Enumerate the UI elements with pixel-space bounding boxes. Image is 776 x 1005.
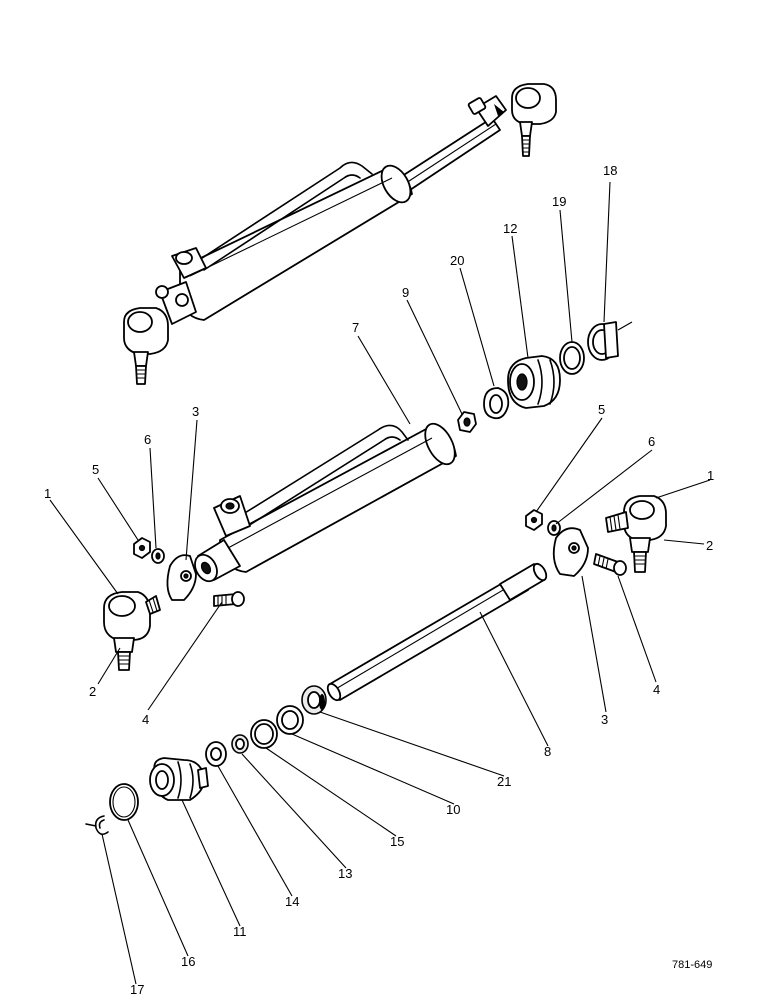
callout-10: 10 <box>446 802 460 817</box>
part-18-retaining-ring <box>587 321 633 361</box>
callout-2-left: 2 <box>89 684 96 699</box>
part-4-right-bolt <box>593 553 627 576</box>
drawing-number: 781-649 <box>672 959 712 971</box>
part-20-wiper <box>483 387 510 420</box>
part-2-right-ball-stud <box>629 537 651 573</box>
callout-13: 13 <box>338 866 352 881</box>
callout-9: 9 <box>402 285 409 300</box>
callout-19: 19 <box>552 194 566 209</box>
callout-18: 18 <box>603 163 617 178</box>
part-17-circlip <box>85 815 109 836</box>
part-1-right-tie-rod-end <box>605 495 667 541</box>
part-13-nut <box>231 734 249 754</box>
assembled-left-tie-rod-end <box>123 281 197 385</box>
part-2-left-ball-stud <box>113 637 135 671</box>
part-3-right-clamp <box>552 527 589 577</box>
callout-labels: 18 19 12 20 9 7 3 6 5 1 2 4 5 6 1 2 4 3 … <box>44 163 714 997</box>
part-11-piston <box>149 757 209 801</box>
callout-3-left: 3 <box>192 404 199 419</box>
assembled-right-tie-rod-end <box>467 83 557 157</box>
part-4-left-bolt <box>213 591 245 607</box>
callout-1-left: 1 <box>44 486 51 501</box>
part-8-piston-rod <box>326 562 548 702</box>
part-21-ring <box>301 685 327 715</box>
assembled-steering-cylinder <box>123 83 557 385</box>
assembled-piston-rod <box>395 117 501 195</box>
part-19-seal <box>559 341 585 375</box>
part-6-right-washer <box>547 520 561 536</box>
callout-3-right: 3 <box>601 712 608 727</box>
callout-6-left: 6 <box>144 432 151 447</box>
part-15-washer <box>250 719 278 749</box>
callout-5-right: 5 <box>598 402 605 417</box>
callout-21: 21 <box>497 774 511 789</box>
part-1-left-tie-rod-end <box>103 591 161 641</box>
callout-2-right: 2 <box>706 538 713 553</box>
assembled-cylinder-barrel <box>179 164 413 321</box>
callout-6-right: 6 <box>648 434 655 449</box>
part-5-left-nut <box>133 537 151 559</box>
callout-8: 8 <box>544 744 551 759</box>
part-5-right-nut <box>525 509 543 531</box>
callout-20: 20 <box>450 253 464 268</box>
part-7-cylinder-barrel <box>194 422 457 583</box>
callout-4-right: 4 <box>653 682 660 697</box>
part-6-left-washer <box>151 548 165 564</box>
callout-5-left: 5 <box>92 462 99 477</box>
callout-1-right: 1 <box>707 468 714 483</box>
callout-16: 16 <box>181 954 195 969</box>
part-12-gland <box>507 355 561 409</box>
callout-12: 12 <box>503 221 517 236</box>
callout-4-left: 4 <box>142 712 149 727</box>
callout-7: 7 <box>352 320 359 335</box>
part-14-spacer <box>205 741 227 767</box>
part-10-seal <box>276 705 304 735</box>
assembled-oil-pipe <box>171 161 373 279</box>
part-3-left-clamp <box>166 554 197 601</box>
callout-11: 11 <box>233 924 247 939</box>
part-16-o-ring <box>109 783 139 821</box>
callout-14: 14 <box>285 894 299 909</box>
part-9-nut <box>457 411 477 433</box>
leader-lines <box>49 181 711 985</box>
callout-15: 15 <box>390 834 404 849</box>
callout-17: 17 <box>130 982 144 997</box>
